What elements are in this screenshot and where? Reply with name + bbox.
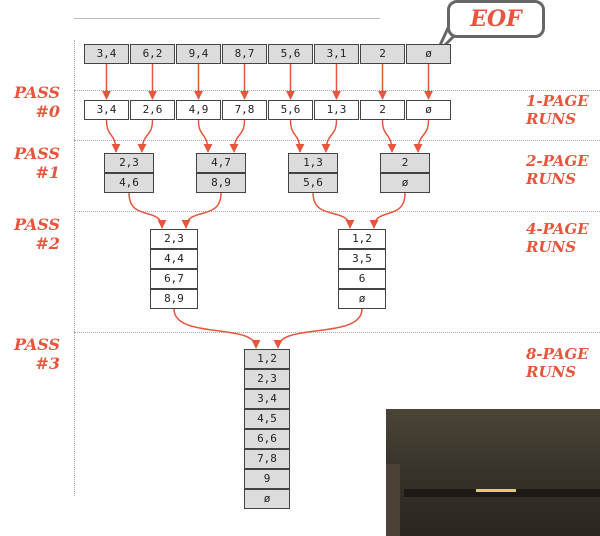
photo-highlight (476, 489, 516, 492)
runs-label-size: 1-PAGE (526, 92, 589, 110)
pass-label-number: #0 (35, 102, 60, 121)
pass-label-word: PASS (13, 335, 60, 354)
run-page-cell: 1,3 (288, 153, 338, 173)
run-page-cell: 4,5 (244, 409, 290, 429)
run-page-cell: 2 (360, 100, 405, 120)
run-page-cell: 5,6 (288, 173, 338, 193)
eof-label: EOF (470, 6, 522, 32)
pass-separator (74, 211, 600, 212)
run-page-cell: 7,8 (222, 100, 267, 120)
merge-arrow (289, 119, 305, 153)
runs-label-word: RUNS (526, 363, 577, 381)
run-page-cell: 2,3 (104, 153, 154, 173)
pass-separator (74, 332, 600, 333)
merge-arrow (273, 308, 363, 349)
run-page-cell: 3,4 (244, 389, 290, 409)
runs-label-0: 1-PAGE RUNS (526, 92, 589, 128)
runs-label-word: RUNS (526, 110, 577, 128)
runs-label-3: 8-PAGE RUNS (526, 345, 589, 381)
run-page-cell: 1,3 (314, 100, 359, 120)
merge-arrow (128, 192, 167, 229)
run-page-cell: ø (338, 289, 386, 309)
run-page-cell: 4,7 (196, 153, 246, 173)
run-page-cell: ø (406, 100, 451, 120)
run-page-cell: 6,6 (244, 429, 290, 449)
run-page-cell: 1,2 (244, 349, 290, 369)
run-page-cell: 6 (338, 269, 386, 289)
merge-arrow (137, 119, 154, 153)
run-page-cell: 8,9 (196, 173, 246, 193)
run-page-cell: 2 (380, 153, 430, 173)
left-guide-line (74, 40, 75, 496)
pass-label-number: #1 (35, 163, 60, 182)
merge-arrow (321, 119, 338, 153)
pass-label-number: #2 (35, 234, 60, 253)
runs-label-size: 8-PAGE (526, 345, 589, 363)
pass-label-0: PASS #0 (0, 83, 60, 121)
pass-label-3: PASS #3 (0, 335, 60, 373)
pass-label-word: PASS (13, 83, 60, 102)
input-page-cell: 3,1 (314, 44, 359, 64)
run-page-cell: 6,7 (150, 269, 198, 289)
eof-callout: EOF (447, 0, 545, 38)
run-page-cell: 2,6 (130, 100, 175, 120)
runs-label-size: 2-PAGE (526, 152, 589, 170)
run-page-cell: 3,5 (338, 249, 386, 269)
merge-arrow (173, 308, 261, 349)
run-page-cell: 7,8 (244, 449, 290, 469)
input-page-cell: 8,7 (222, 44, 267, 64)
pass-label-2: PASS #2 (0, 215, 60, 253)
input-page-cell: 3,4 (84, 44, 129, 64)
run-page-cell: 4,4 (150, 249, 198, 269)
run-page-cell: 1,2 (338, 229, 386, 249)
runs-label-size: 4-PAGE (526, 220, 589, 238)
merge-arrow (312, 192, 355, 229)
run-page-cell: 4,6 (104, 173, 154, 193)
runs-label-1: 2-PAGE RUNS (526, 152, 589, 188)
pass-label-word: PASS (13, 144, 60, 163)
input-page-cell: 2 (360, 44, 405, 64)
run-page-cell: 9 (244, 469, 290, 489)
merge-arrow (369, 192, 406, 229)
runs-label-word: RUNS (526, 238, 577, 256)
merge-arrow (229, 119, 246, 153)
pass-label-1: PASS #1 (0, 144, 60, 182)
photo-shadow (386, 464, 400, 536)
runs-label-2: 4-PAGE RUNS (526, 220, 589, 256)
pass-separator (74, 140, 600, 141)
pass-label-word: PASS (13, 215, 60, 234)
merge-arrow (105, 119, 121, 153)
run-page-cell: ø (244, 489, 290, 509)
photo-ledge (404, 489, 600, 497)
merge-arrow (181, 192, 222, 229)
top-rule (74, 18, 380, 19)
merge-arrow (381, 119, 397, 153)
run-page-cell: 2,3 (244, 369, 290, 389)
run-page-cell: 2,3 (150, 229, 198, 249)
pass-label-number: #3 (35, 354, 60, 373)
run-page-cell: 3,4 (84, 100, 129, 120)
run-page-cell: 5,6 (268, 100, 313, 120)
input-page-cell: 9,4 (176, 44, 221, 64)
input-page-cell: 5,6 (268, 44, 313, 64)
run-page-cell: ø (380, 173, 430, 193)
input-page-cell: 6,2 (130, 44, 175, 64)
run-page-cell: 4,9 (176, 100, 221, 120)
merge-arrow (197, 119, 213, 153)
run-page-cell: 8,9 (150, 289, 198, 309)
input-page-cell: ø (406, 44, 451, 64)
merge-arrow (413, 119, 430, 153)
video-thumbnail (386, 409, 600, 536)
runs-label-word: RUNS (526, 170, 577, 188)
